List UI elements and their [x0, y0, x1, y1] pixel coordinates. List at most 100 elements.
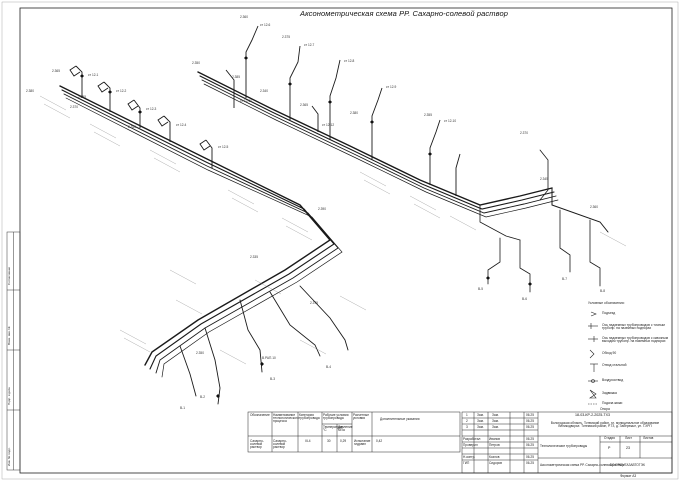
- riser-label: ст 12-5: [218, 145, 229, 149]
- riser-label: ст 12-12: [322, 123, 335, 127]
- legend-item: Отвод стальной: [602, 363, 627, 367]
- elevation-label: 2.380: [350, 111, 358, 115]
- table-cell: 0,42: [376, 439, 383, 443]
- legend-item: Подъезд: [602, 311, 616, 315]
- stage-label: Стадия: [604, 436, 615, 440]
- sheets-label: Листов: [643, 436, 654, 440]
- table-cell: III-4: [305, 439, 311, 443]
- node-label: В-6: [522, 297, 527, 301]
- elevation-label: 2.365: [300, 103, 308, 107]
- elevation-label: 2.355: [424, 113, 432, 117]
- role-label: Н.контр.: [463, 455, 476, 459]
- sign-date: 06.25: [526, 455, 534, 459]
- elevation-label: 2.385: [232, 75, 240, 79]
- node-label: В-5: [478, 287, 483, 291]
- sign-date: 06.25: [526, 461, 534, 465]
- pipe-upper-2: [199, 75, 555, 210]
- revision-cell: Зам.: [492, 425, 499, 429]
- riser-label: ст 12-7: [304, 43, 315, 47]
- table-header: Наименование технологического процесса: [273, 413, 299, 424]
- drawing-code: 18-03-КР-2-2025-ТХ3: [575, 413, 611, 417]
- pipe-main-2: [61, 89, 335, 370]
- revision-cell: 06.25: [526, 413, 534, 417]
- table-header: Дополнительные указания: [380, 417, 420, 421]
- table-cell: Испытание гидравл: [354, 439, 371, 447]
- riser-label: ст 12-8: [344, 59, 355, 63]
- node-label: В-7: [562, 277, 567, 281]
- data-table-grid: [247, 411, 461, 453]
- pipe-lower-4: [204, 327, 221, 405]
- stage-value: Р: [608, 446, 611, 450]
- organization: АО ПРОМГАЗАВТОТЭК: [610, 463, 645, 467]
- elevation-label: 2.350: [196, 351, 204, 355]
- node-label: В-2: [200, 395, 205, 399]
- pipe-right-branch-2: [479, 204, 521, 241]
- table-header: Рабочие условия трубопровода: [323, 413, 349, 421]
- mark-label: В.РАП.10: [262, 356, 276, 360]
- risers: [69, 25, 461, 196]
- revision-cell: 06.25: [526, 419, 534, 423]
- pipe-upper-4: [203, 83, 559, 218]
- pipe-upper-3: [201, 79, 557, 214]
- sign-date: 06.25: [526, 437, 534, 441]
- node-label: В-3: [270, 377, 275, 381]
- elevation-label: 2.365: [52, 69, 60, 73]
- valve-symbols: [80, 56, 532, 398]
- pipe-main-3: [63, 93, 339, 374]
- table-cell: 30: [327, 439, 331, 443]
- sign-date: 06.25: [526, 443, 534, 447]
- section-name: Технологические трубопроводы: [540, 444, 588, 448]
- object-name: Вологодская область, Тотемский район, г.…: [550, 421, 660, 429]
- elevation-label: 2.375: [310, 301, 318, 305]
- revision-cell: 3: [466, 425, 468, 429]
- table-cell: 0,29: [340, 439, 347, 443]
- pipe-drop-a: [487, 237, 501, 285]
- riser-label: ст 12-9: [386, 85, 397, 89]
- role-label: Разработал: [463, 437, 481, 441]
- legend-title: Условные обозначения:: [588, 301, 625, 305]
- elevation-label: 2.360: [240, 15, 248, 19]
- role-label: ГИП: [463, 461, 470, 465]
- leader-lines: [39, 95, 627, 365]
- table-header: Обозначение: [250, 413, 270, 417]
- node-label: В-4: [326, 365, 331, 369]
- revision-cell: Зам.: [477, 413, 484, 417]
- elevation-label: 2.340: [260, 89, 268, 93]
- side-stamp-label: Подп. и дата: [7, 387, 11, 405]
- riser-label: ст 12-6: [260, 23, 271, 27]
- legend-item: Воздухоотвод: [602, 378, 624, 382]
- legend-item: Подача жижи: [602, 401, 623, 405]
- pipe-main-4: [65, 97, 343, 378]
- elevation-label: 2.380: [26, 89, 34, 93]
- revision-cell: 1: [466, 413, 468, 417]
- riser-label: ст 12-4: [176, 123, 187, 127]
- riser-label: ст 12-1: [88, 73, 99, 77]
- legend-item: Обход 90: [602, 351, 617, 355]
- table-subheader: Давление МПа: [338, 425, 353, 433]
- revision-cell: 06.25: [526, 425, 534, 429]
- elevation-label: 2.360: [590, 205, 598, 209]
- side-stamp-label: Согласовано: [7, 266, 11, 285]
- elevation-label: 2.375: [282, 35, 290, 39]
- elevation-label: 2.355: [78, 95, 86, 99]
- pipe-main-1: [59, 85, 332, 366]
- title-block-grid: [461, 411, 673, 474]
- format-label: Формат А3: [620, 474, 637, 478]
- riser-label: ст 12-10: [444, 119, 457, 123]
- pipeline-bundle: [59, 71, 609, 405]
- sheet-frame: [19, 7, 673, 474]
- revision-cell: Зам.: [477, 419, 484, 423]
- person-name: Иванов: [489, 437, 500, 441]
- elevation-label: 2.345: [128, 125, 136, 129]
- revision-cell: 2: [466, 419, 468, 423]
- sheet-label: Лист: [625, 436, 632, 440]
- side-stamp-label: Взам. инв. №: [7, 326, 11, 345]
- person-name: Петров: [489, 443, 500, 447]
- pipe-drop-e: [539, 149, 549, 201]
- pipe-drop-d: [589, 219, 601, 287]
- riser-label: ст 12-3: [146, 107, 157, 111]
- drawing-title: Аксонометрическая схема РР. Сахарно-соле…: [300, 9, 509, 18]
- elevation-label: 2.370: [70, 105, 78, 109]
- elevation-label: 2.350: [192, 61, 200, 65]
